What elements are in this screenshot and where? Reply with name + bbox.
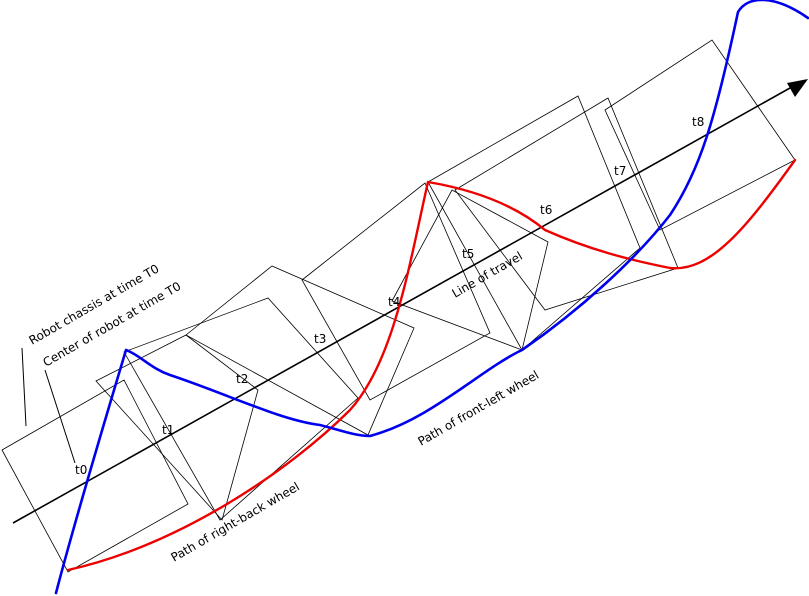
time-label: t6 — [540, 203, 552, 217]
right-back-path-label: Path of right-back wheel — [169, 480, 302, 565]
time-labels: t0 t1 t2 t3 t4 t5 t6 t7 t8 — [75, 115, 704, 477]
front-left-wheel-path — [54, 0, 809, 595]
time-label: t0 — [75, 463, 87, 477]
time-label: t2 — [236, 372, 248, 386]
chassis-callout-leader — [21, 347, 27, 427]
chassis-t2 — [123, 297, 359, 521]
time-label: t8 — [692, 115, 704, 129]
time-label: t3 — [314, 332, 326, 346]
chassis-t4 — [301, 182, 491, 401]
time-label: t1 — [162, 423, 174, 437]
travel-line — [12, 87, 791, 524]
time-label: t7 — [614, 164, 626, 178]
time-label: t4 — [388, 295, 400, 309]
chassis-t5 — [391, 189, 549, 351]
chassis-t8 — [604, 39, 796, 231]
chassis-t3 — [185, 265, 415, 436]
right-back-wheel-path — [66, 158, 797, 572]
time-label: t5 — [462, 247, 474, 261]
chassis-t1 — [95, 334, 259, 521]
chassis-t0 — [1, 379, 189, 573]
travel-arrowhead — [787, 79, 808, 97]
line-of-travel — [12, 79, 808, 524]
front-left-path-label: Path of front-left wheel — [416, 368, 542, 449]
center-callout-leader — [44, 369, 76, 464]
